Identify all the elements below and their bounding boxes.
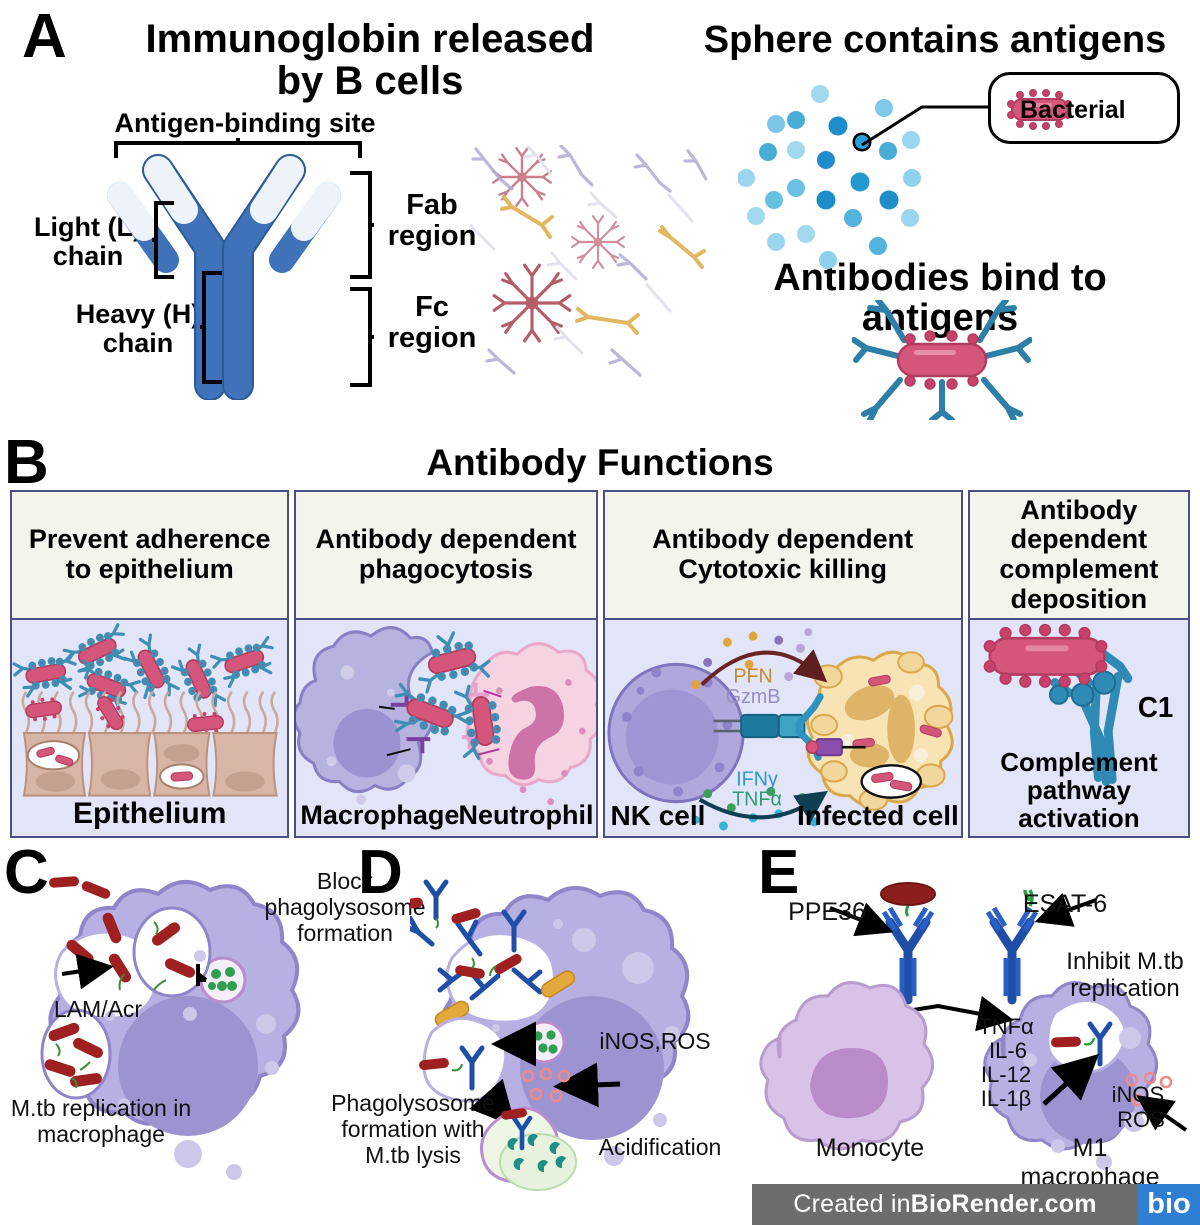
table-column-cytotoxic-killing: Antibody dependent Cytotoxic killing (602, 490, 963, 838)
panel-b-letter: B (4, 428, 49, 497)
svg-text:GzmB: GzmB (725, 686, 780, 708)
antibody-functions-table: Prevent adherence to epithelium (10, 490, 1190, 838)
svg-text:PFN: PFN (733, 665, 772, 687)
label-light-chain: Light (L) chain (34, 212, 142, 272)
complement-deposition-illustration: C1 (983, 623, 1173, 787)
credit-brand: BioRender.com (910, 1190, 1097, 1218)
bacterium-icon (1006, 88, 1072, 130)
credit-prefix: Created in (793, 1190, 911, 1218)
panel-d-illustration (393, 862, 740, 1192)
bracket-fab-region (350, 171, 374, 279)
label-monocyte: Monocyte (815, 1134, 925, 1162)
label-bacterial: Bacterial (1020, 96, 1126, 124)
panel-a-title-sphere: Sphere contains antigens (703, 19, 1167, 61)
column-body-4: C1 Complement pathway activation (969, 620, 1188, 836)
caption-complement-pathway: Complement pathway activation (1000, 746, 1158, 833)
label-inos-ros-d: iNOS,ROS (599, 1028, 711, 1054)
caption-nk-cell: NK cell (610, 800, 706, 831)
label-esat6: ESAT-6 (1022, 890, 1108, 918)
column-header-3-text: Antibody dependent Cytotoxic killing (652, 524, 914, 584)
column-header-1: Prevent adherence to epithelium (12, 492, 288, 620)
panel-e-illustration (758, 880, 1200, 1180)
bracket-fc-region (350, 287, 374, 387)
biorender-credit-text: Created in BioRender.com (752, 1184, 1138, 1225)
label-cytokine-tnfa: TNFα (978, 1014, 1034, 1039)
bracket-antigen-binding-site (114, 138, 362, 158)
column-header-4-text: Antibody dependent complement deposition (999, 494, 1159, 614)
antibody-bound-bacterium (852, 300, 1032, 420)
label-cytokine-il6: IL-6 (989, 1038, 1027, 1063)
biorender-logo: bio (1138, 1184, 1200, 1225)
label-antigen-binding-site: Antigen-binding site (114, 108, 376, 138)
column-body-1: Epithelium (12, 620, 288, 836)
label-cytokine-il12: IL-12 (980, 1062, 1032, 1087)
column-header-2: Antibody dependent phagocytosis (296, 492, 596, 620)
label-heavy-chain: Heavy (H) chain (75, 299, 201, 359)
panel-d-letter: D (358, 838, 403, 907)
label-cytokine-il1b: IL-1β (980, 1086, 1032, 1111)
panel-a-letter: A (22, 2, 67, 71)
biorender-credit-bar: Created in BioRender.com bio (752, 1184, 1200, 1225)
antibody-schematic-diagram (107, 154, 341, 400)
panel-e-letter: E (758, 838, 799, 907)
caption-macrophage: Macrophage (300, 800, 460, 830)
label-inos-ros-e: iNOS, ROS (1111, 1082, 1171, 1133)
antibody-cluster-illustration (470, 145, 708, 377)
column-header-2-text: Antibody dependent phagocytosis (315, 524, 577, 584)
label-phagolysosome-formation: Phagolysosome formation with M.tb lysis (331, 1090, 495, 1169)
column-header-3: Antibody dependent Cytotoxic killing (604, 492, 961, 620)
table-column-complement: Antibody dependent complement deposition (967, 490, 1190, 838)
bracket-light-chain (152, 201, 174, 279)
table-column-prevent-adherence: Prevent adherence to epithelium (10, 490, 290, 838)
table-column-phagocytosis: Antibody dependent phagocytosis (294, 490, 598, 838)
svg-text:IFNγ: IFNγ (736, 768, 778, 790)
svg-text:TNFα: TNFα (732, 789, 782, 811)
adcc-illustration: PFN GzmB IFNγ TNFα (606, 628, 954, 831)
svg-text:C1: C1 (1138, 692, 1173, 723)
antigen-sphere-dots (738, 85, 921, 269)
label-ppe36: PPE36 (788, 898, 866, 926)
column-header-1-text: Prevent adherence to epithelium (28, 524, 271, 584)
label-m1-macrophage: M1 macrophage (1020, 1134, 1160, 1191)
caption-infected-cell: Infected cell (797, 800, 959, 831)
label-fab-region: Fab region (387, 189, 477, 253)
epithelium-illustration (12, 623, 279, 797)
caption-epithelium: Epithelium (73, 797, 227, 830)
caption-neutrophil: Neutrophil (458, 800, 594, 830)
bacterial-callout-connector (861, 105, 1008, 147)
phagocytosis-illustration (296, 626, 596, 806)
label-acidification: Acidification (598, 1134, 722, 1160)
panel-b-title: Antibody Functions (426, 442, 774, 483)
panel-c-letter: C (4, 838, 49, 907)
label-block-phagolysosome: Block phagolysosome formation (264, 868, 426, 947)
bracket-heavy-chain (200, 271, 222, 384)
label-lam-acr: LAM/Acr (53, 996, 143, 1022)
panel-a-title-left: Immunoglobin released by B cells (145, 17, 595, 104)
panel-c-illustration (20, 856, 340, 1186)
label-mtb-replication-macrophage: M.tb replication in macrophage (10, 1095, 192, 1148)
column-body-2: Macrophage Neutrophil (296, 620, 596, 836)
column-header-4: Antibody dependent complement deposition (969, 492, 1188, 620)
label-inhibit-mtb-replication: Inhibit M.tb replication (1066, 948, 1184, 1003)
panel-a: A Immunoglobin released by B cells Spher… (0, 0, 1200, 430)
label-fc-region: Fc region (387, 291, 477, 355)
column-body-3: PFN GzmB IFNγ TNFα NK cell Infected cell (604, 620, 961, 836)
